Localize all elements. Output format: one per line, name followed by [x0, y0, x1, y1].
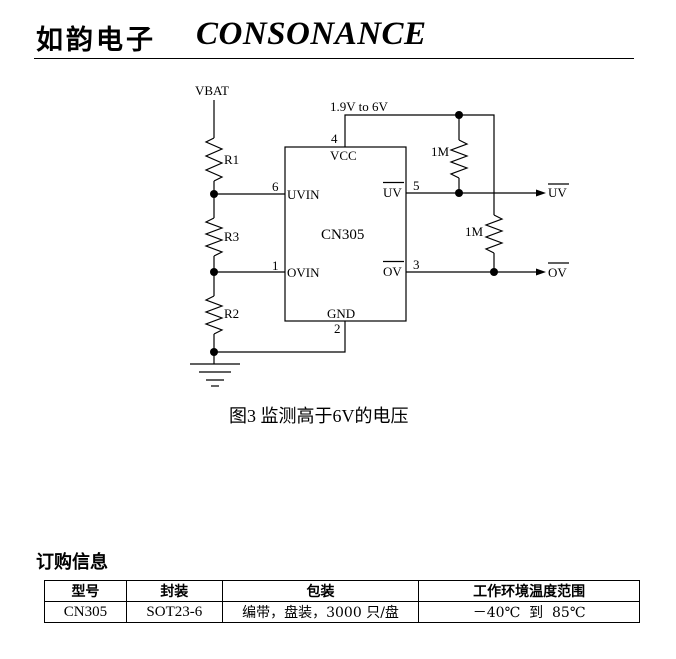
resistor-pullup-ov-symbol [484, 214, 504, 254]
uv-output-label: UV [548, 185, 567, 200]
resistor-r2-symbol [204, 295, 224, 335]
cell-temperature-range: －40℃ 到 85℃ [418, 601, 640, 623]
junction-dot-uv [455, 189, 463, 197]
pin-number-gnd: 2 [334, 321, 341, 336]
column-header-packing: 包装 [221, 580, 420, 602]
header-divider [34, 58, 634, 59]
vcc-wire [344, 114, 495, 215]
figure-caption: 图3 监测高于6V的电压 [229, 406, 409, 426]
brand-english-name: CONSONANCE [196, 16, 427, 52]
pin-number-ovin: 1 [272, 258, 279, 273]
r2-label: R2 [224, 306, 239, 321]
ov-output-label: OV [548, 265, 567, 280]
column-header-package: 封装 [125, 580, 223, 602]
cell-model: CN305 [44, 601, 127, 623]
ov-output-arrow-icon [536, 268, 546, 276]
pin-name-ovin: OVIN [287, 265, 320, 280]
vbat-label: VBAT [195, 83, 229, 98]
uv-output-arrow-icon [536, 189, 546, 197]
ordering-info-title: 订购信息 [36, 552, 108, 573]
column-header-model: 型号 [44, 580, 127, 602]
gnd-wire [214, 321, 346, 353]
ic-part-name: CN305 [321, 227, 364, 243]
junction-dot-ovin [210, 268, 218, 276]
pin-name-uvin: UVIN [287, 187, 320, 202]
pin-number-uvin: 6 [272, 179, 279, 194]
resistor-r1-symbol [204, 137, 224, 182]
pin-number-ov: 3 [413, 257, 420, 272]
brand-chinese-name: 如韵电子 [36, 25, 156, 56]
junction-dot-vcc [455, 111, 463, 119]
cell-package: SOT23-6 [125, 601, 223, 623]
junction-dot-gnd [210, 348, 218, 356]
resistor-pullup-uv-symbol [449, 139, 469, 179]
pin-name-uv: UV [383, 185, 402, 200]
ordering-table: 型号 封装 包装 工作环境温度范围 CN305 SOT23-6 编带，盘装，30… [44, 580, 640, 623]
junction-dot-ov [490, 268, 498, 276]
pin-number-uv: 5 [413, 178, 420, 193]
table-row: CN305 SOT23-6 编带，盘装，3000 只/盘 －40℃ 到 85℃ [44, 601, 640, 623]
pin-name-gnd: GND [327, 306, 355, 321]
cell-packing: 编带，盘装，3000 只/盘 [221, 601, 420, 623]
resistor-r3-symbol [204, 217, 224, 257]
pin-name-ov: OV [383, 264, 402, 279]
vcc-range-label: 1.9V to 6V [330, 99, 389, 114]
pullup-ov-label: 1M [465, 224, 484, 239]
junction-dot-uvin [210, 190, 218, 198]
table-header-row: 型号 封装 包装 工作环境温度范围 [44, 580, 640, 602]
pin-number-vcc: 4 [331, 131, 338, 146]
r3-label: R3 [224, 229, 239, 244]
r1-label: R1 [224, 152, 239, 167]
pin-name-vcc: VCC [330, 148, 357, 163]
circuit-schematic: VBAT R1 R3 R2 1.9V to 6V 4 VCC 6 UVIN 1 … [190, 83, 569, 387]
pullup-uv-label: 1M [431, 144, 450, 159]
column-header-temperature-range: 工作环境温度范围 [418, 580, 640, 602]
